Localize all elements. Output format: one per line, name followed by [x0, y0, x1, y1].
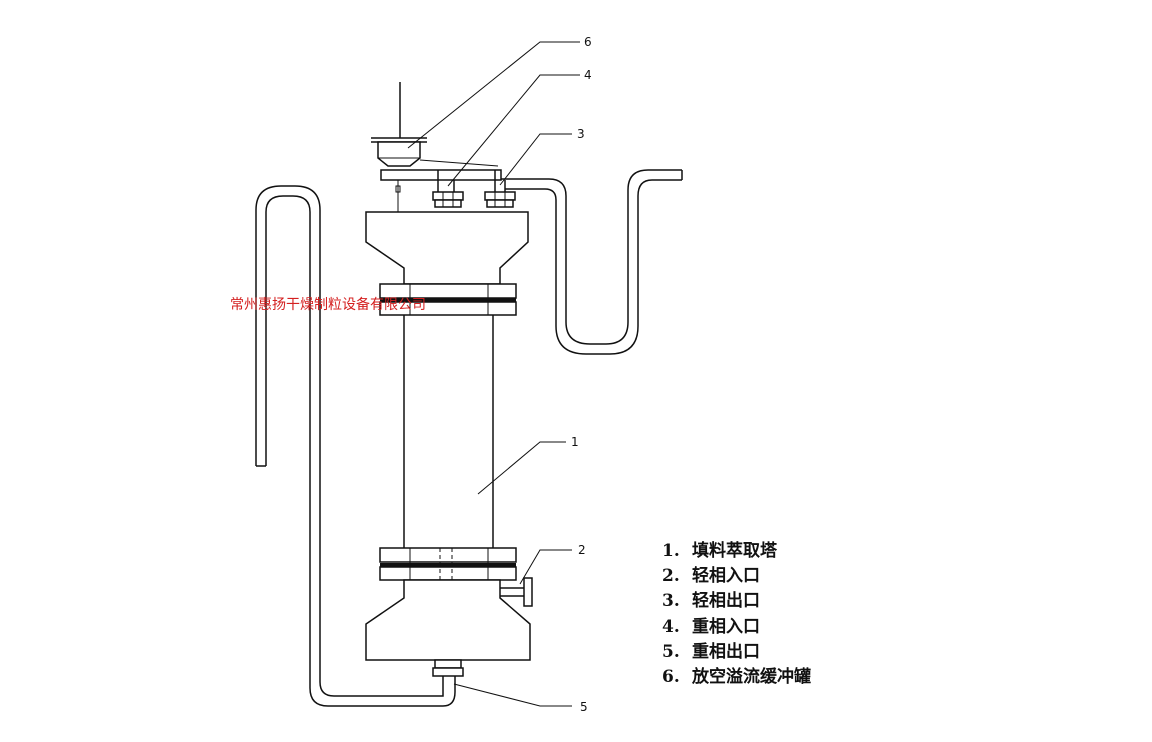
leader-lines	[407, 41, 580, 707]
legend: 1. 填料萃取塔 2. 轻相入口 3. 轻相出口 4. 重相入口 5. 重相出口 6. 放空…	[662, 539, 811, 690]
tower-bottom-head	[365, 579, 531, 661]
legend-num: 3.	[662, 591, 680, 612]
legend-num: 2.	[662, 566, 680, 587]
heavy-phase-inlet-nozzle	[432, 170, 464, 208]
tower-top-head	[365, 211, 529, 285]
lower-flange	[379, 547, 517, 596]
legend-label: 重相出口	[692, 641, 760, 662]
legend-num: 1.	[662, 541, 680, 561]
legend-num: 4.	[662, 616, 680, 637]
legend-label: 轻相入口	[692, 566, 760, 587]
legend-label: 重相入口	[692, 616, 760, 637]
packed-column	[403, 315, 494, 548]
light-phase-outlet-nozzle	[484, 170, 516, 208]
callout-3: 3	[577, 127, 585, 141]
legend-item: 1. 填料萃取塔	[662, 539, 811, 564]
legend-label: 轻相出口	[692, 591, 760, 612]
top-cross-pipe	[380, 169, 502, 212]
legend-num: 5.	[662, 641, 680, 662]
callout-5: 5	[580, 700, 588, 714]
buffer-tank	[371, 82, 499, 167]
legend-item: 5. 重相出口	[662, 640, 811, 665]
callout-2: 2	[578, 543, 586, 557]
callout-6: 6	[584, 35, 592, 49]
legend-item: 3. 轻相出口	[662, 589, 811, 614]
legend-num: 6.	[662, 667, 680, 688]
legend-item: 6. 放空溢流缓冲罐	[662, 665, 811, 690]
upper-flange	[379, 283, 517, 316]
legend-item: 2. 轻相入口	[662, 564, 811, 589]
left-return-pipe	[255, 185, 456, 707]
right-u-pipe	[495, 169, 683, 355]
legend-item: 4. 重相入口	[662, 615, 811, 640]
company-watermark: 常州惠扬干燥制粒设备有限公司	[230, 296, 426, 313]
callout-1: 1	[571, 435, 579, 449]
heavy-phase-outlet-nozzle	[432, 659, 464, 684]
callout-4: 4	[584, 68, 592, 82]
legend-label: 填料萃取塔	[692, 541, 777, 561]
legend-label: 放空溢流缓冲罐	[692, 667, 811, 688]
